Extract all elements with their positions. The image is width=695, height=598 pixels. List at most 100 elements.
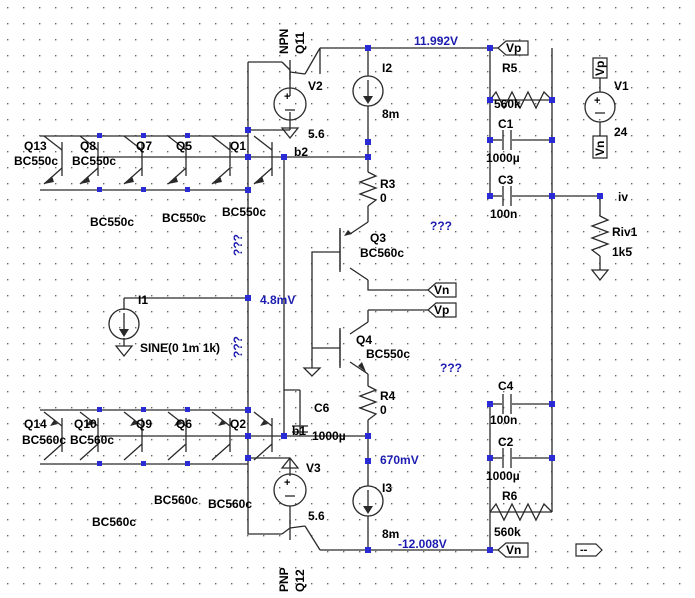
vn-flag-bottom-text: Vn xyxy=(506,543,521,557)
unknown-marker-4: ??? xyxy=(440,361,462,375)
net-flag-dash xyxy=(575,543,603,557)
iv-label: iv xyxy=(618,190,628,204)
c2-value: 1000µ xyxy=(486,469,520,483)
transistor-q10 xyxy=(79,411,99,461)
c1-value: 1000µ xyxy=(486,151,520,165)
labels: NPN Q11 PNP Q12 V2 5.6 V3 5.6 I2 8m I3 8… xyxy=(14,29,638,592)
current-source-i1 xyxy=(108,308,140,358)
vp-flag-v1-text: Vp xyxy=(593,61,607,76)
i1-value: SINE(0 1m 1k) xyxy=(140,341,220,355)
transistor-q9 xyxy=(123,411,143,461)
dash-flag-text: -- xyxy=(580,544,588,556)
q3-model: BC560c xyxy=(360,246,404,260)
q1-label: Q1 xyxy=(230,139,246,153)
bot-model-a: BC560c xyxy=(22,433,66,447)
vn-flag-q3-text: Vn xyxy=(434,283,449,297)
b2-label: b2 xyxy=(294,145,308,159)
capacitor-c2 xyxy=(502,448,512,468)
top-model-b: BC550c xyxy=(72,154,116,168)
bot-model-e: BC560c xyxy=(92,515,136,529)
voltage-top: 11.992V xyxy=(414,34,458,48)
capacitor-c6 xyxy=(292,425,308,433)
r5-label: R5 xyxy=(502,61,518,75)
transistor-q6 xyxy=(167,411,187,461)
i3-value: 8m xyxy=(382,527,399,541)
net-flag-vp-q4 xyxy=(427,302,457,318)
i3-label: I3 xyxy=(382,481,392,495)
r3-label: R3 xyxy=(380,177,396,191)
top-model-d: BC550c xyxy=(162,211,206,225)
vp-flag-top-text: Vp xyxy=(506,41,521,55)
capacitor-c4 xyxy=(502,394,512,414)
q4-label: Q4 xyxy=(356,333,372,347)
transistor-q1 xyxy=(211,135,273,185)
q10-label: Q10 xyxy=(74,417,97,431)
svg-text:+: + xyxy=(284,477,290,489)
voltage-lower: 670mV xyxy=(380,453,419,467)
resistor-r4 xyxy=(358,385,378,421)
v2-label: V2 xyxy=(308,79,323,93)
current-source-i2 xyxy=(352,75,384,107)
npn-array-top xyxy=(43,135,273,185)
q11-label: Q11 xyxy=(293,32,307,54)
resistor-riv1 xyxy=(590,215,610,282)
q6-label: Q6 xyxy=(176,417,192,431)
voltage-source-v3: + xyxy=(273,456,307,507)
top-model-e: BC550c xyxy=(222,205,266,219)
net-flag-vn-bottom xyxy=(497,542,529,558)
voltage-source-v2: + xyxy=(273,87,307,140)
c4-label: C4 xyxy=(498,379,514,393)
net-flag-vn-q3 xyxy=(427,282,457,298)
capacitor-c3 xyxy=(502,186,512,206)
transistor-q11 xyxy=(281,60,306,80)
unknown-marker-3: ??? xyxy=(430,219,452,233)
c3-value: 100n xyxy=(490,207,517,221)
resistor-r3 xyxy=(358,171,378,207)
svg-text:+: + xyxy=(594,95,600,107)
transistor-q8 xyxy=(79,135,99,185)
q3-label: Q3 xyxy=(370,231,386,245)
transistor-q7 xyxy=(123,135,143,185)
r4-value: 0 xyxy=(380,403,387,417)
riv1-value: 1k5 xyxy=(612,245,632,259)
transistor-q3 xyxy=(339,230,352,270)
c6-value: 1000µ xyxy=(312,429,346,443)
net-flag-vp-v1 xyxy=(592,57,608,79)
bot-model-d: BC560c xyxy=(208,497,252,511)
q9-label: Q9 xyxy=(136,417,152,431)
capacitor-c1 xyxy=(502,130,512,150)
q5-label: Q5 xyxy=(176,139,192,153)
c4-value: 100n xyxy=(490,413,517,427)
transistor-q4 xyxy=(339,330,366,372)
c2-label: C2 xyxy=(498,435,514,449)
v3-label: V3 xyxy=(306,461,321,475)
c1-label: C1 xyxy=(498,117,514,131)
transistor-q13 xyxy=(43,135,63,185)
vp-flag-q4-text: Vp xyxy=(434,303,449,317)
net-flag-vp-top xyxy=(497,40,529,56)
junction-dots xyxy=(97,45,603,553)
r6-label: R6 xyxy=(502,489,518,503)
voltage-bottom: -12.008V xyxy=(398,537,447,551)
transistor-q12 xyxy=(281,520,306,540)
v1-value: 24 xyxy=(614,125,628,139)
v3-value: 5.6 xyxy=(308,509,325,523)
c6-label: C6 xyxy=(314,401,330,415)
ground-icon xyxy=(302,367,322,377)
q8-label: Q8 xyxy=(80,139,96,153)
voltage-mid: 4.8mV xyxy=(260,293,295,307)
current-source-i3 xyxy=(352,485,384,517)
pnp-array-bottom xyxy=(43,411,273,461)
r5-value: 560k xyxy=(494,97,521,111)
unknown-marker-1: ??? xyxy=(231,234,245,256)
top-model-c: BC550c xyxy=(90,215,134,229)
net-flag-vn-v1 xyxy=(592,135,608,159)
q13-label: Q13 xyxy=(24,139,47,153)
r4-label: R4 xyxy=(380,389,396,403)
q2-label: Q2 xyxy=(230,417,246,431)
q12-label: Q12 xyxy=(293,569,307,592)
transistor-q2 xyxy=(211,411,273,461)
b1-label: b1 xyxy=(292,424,306,438)
